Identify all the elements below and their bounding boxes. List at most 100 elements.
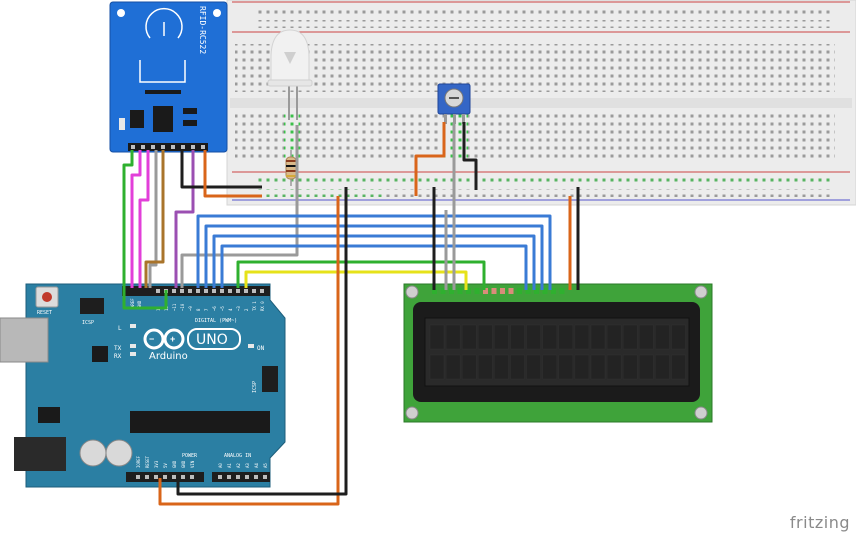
lcd-character-cell xyxy=(671,354,686,380)
power-jack xyxy=(14,437,66,471)
lcd-character-cell xyxy=(494,324,509,350)
aref-label: AREF xyxy=(130,298,135,308)
wire-green-enable xyxy=(236,260,486,290)
lcd-header-pin[interactable] xyxy=(508,288,514,294)
lcd-character-cell xyxy=(461,354,477,380)
lcd-character-cell xyxy=(510,354,525,380)
digital-pin[interactable] xyxy=(228,289,232,293)
arduino-brand: Arduino xyxy=(149,351,188,362)
lcd-header-pin[interactable] xyxy=(534,288,539,294)
digital-pin[interactable] xyxy=(252,289,256,293)
analog-pin[interactable] xyxy=(254,475,258,479)
lcd-character-cell xyxy=(542,354,557,380)
led-tx-label: TX xyxy=(114,345,122,352)
lcd-header-pin[interactable] xyxy=(551,288,556,294)
microcontroller-chip xyxy=(130,411,270,433)
analog-pin-label: A5 xyxy=(263,463,268,468)
lcd-character-cell xyxy=(526,324,541,350)
potentiometer xyxy=(437,83,471,124)
analog-pin-label: A1 xyxy=(227,463,232,468)
led-l-label: L xyxy=(118,325,122,332)
power-pin[interactable] xyxy=(181,475,185,479)
analog-pin[interactable] xyxy=(236,475,240,479)
lcd-character-cell xyxy=(622,324,638,350)
power-pin-label: GND xyxy=(181,460,186,468)
analog-pin[interactable] xyxy=(245,475,249,479)
lcd-character-cell xyxy=(478,354,493,380)
digital-pin[interactable] xyxy=(260,289,264,293)
breadboard xyxy=(226,0,856,206)
power-pin[interactable] xyxy=(190,475,194,479)
icsp2-label: ICSP xyxy=(252,381,258,393)
lcd-character-cell xyxy=(574,324,590,350)
lcd-character-cell xyxy=(558,324,574,350)
digital-pin-label: ~6 xyxy=(212,306,217,311)
wire-rfid-magenta-2 xyxy=(138,150,150,288)
lcd-header-pin[interactable] xyxy=(542,288,548,294)
analog-pin[interactable] xyxy=(227,475,231,479)
svg-text:−: − xyxy=(149,334,154,344)
wire-power-orange xyxy=(158,196,340,506)
power-pin-label: GND xyxy=(172,460,177,468)
power-pin-label: 5V xyxy=(163,463,168,468)
digital-pin-label: 4 xyxy=(228,308,233,311)
power-pin[interactable] xyxy=(136,475,140,479)
digital-pin[interactable] xyxy=(180,289,184,293)
wires xyxy=(122,122,580,506)
wire-rfid-brown xyxy=(144,150,165,288)
arduino-model: UNO xyxy=(196,332,228,348)
digital-pin-label: ~9 xyxy=(188,306,193,311)
analog-pin-label: A0 xyxy=(218,463,223,468)
digital-pin[interactable] xyxy=(172,289,176,293)
power-pin[interactable] xyxy=(154,475,158,479)
digital-pin[interactable] xyxy=(236,289,240,293)
digital-pin[interactable] xyxy=(156,289,160,293)
power-pin-label: IOREF xyxy=(136,455,141,468)
lcd-header-pin[interactable] xyxy=(457,288,463,294)
power-pin-label: 3V3 xyxy=(154,460,159,468)
lcd-character-cell xyxy=(606,324,622,350)
lcd-header-pin[interactable] xyxy=(491,288,497,294)
lcd-header-pin[interactable] xyxy=(559,288,565,294)
rfid-module: RFID-RC522 xyxy=(109,1,228,153)
wire-blue-4 xyxy=(220,244,528,290)
lcd-character-cell xyxy=(655,354,670,380)
icsp-label: ICSP xyxy=(82,320,94,326)
power-pin[interactable] xyxy=(163,475,167,479)
digital-pin[interactable] xyxy=(212,289,216,293)
digital-pin[interactable] xyxy=(188,289,192,293)
lcd-header-pin[interactable] xyxy=(517,288,522,294)
wire-pot-black xyxy=(462,122,478,190)
lcd-header-pin[interactable] xyxy=(466,288,471,294)
lcd-character-cell xyxy=(574,354,590,380)
digital-pin[interactable] xyxy=(244,289,248,293)
wire-rfid-purple xyxy=(174,150,195,288)
arduino-logo: − + Arduino UNO xyxy=(143,328,241,362)
lcd-header-pin[interactable] xyxy=(525,288,531,294)
digital-pin-label: 7 xyxy=(204,308,209,311)
power-pin[interactable] xyxy=(145,475,149,479)
lcd-character-cell xyxy=(445,354,461,380)
lcd-header-pin[interactable] xyxy=(500,288,505,294)
lcd-header-pin[interactable] xyxy=(440,288,446,294)
lcd-character-cell xyxy=(494,354,509,380)
digital-pin-label: ~11 xyxy=(172,303,177,311)
lcd-header-pin[interactable] xyxy=(474,288,480,294)
resistor xyxy=(285,150,297,186)
lcd-header-pin[interactable] xyxy=(449,288,454,294)
power-pin[interactable] xyxy=(172,475,176,479)
lcd-character-cell xyxy=(461,324,477,350)
analog-pin[interactable] xyxy=(218,475,222,479)
wire-green-loop xyxy=(122,288,168,310)
digital-pin[interactable] xyxy=(196,289,200,293)
lcd-header-pin[interactable] xyxy=(432,288,437,294)
lcd-header-pin[interactable] xyxy=(483,288,488,294)
power-label: POWER xyxy=(182,453,198,459)
analog-pin[interactable] xyxy=(263,475,267,479)
digital-pin[interactable] xyxy=(204,289,208,293)
led-rx-label: RX xyxy=(114,353,122,360)
digital-pin[interactable] xyxy=(220,289,224,293)
usb-port xyxy=(0,317,49,363)
wire-blue-1 xyxy=(196,214,552,290)
